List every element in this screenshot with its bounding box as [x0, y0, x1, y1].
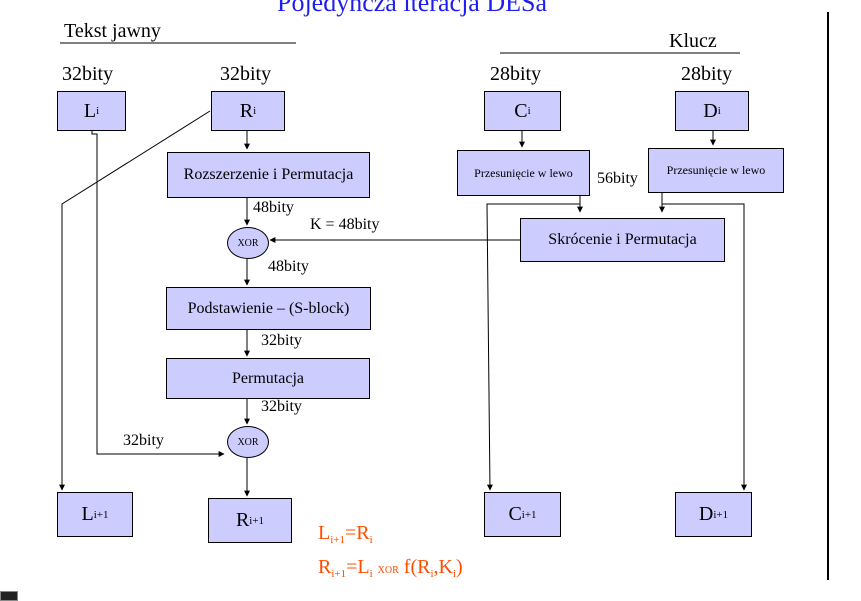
- f1-r: R: [356, 522, 370, 544]
- box-r-i-letter: R: [239, 99, 254, 122]
- f2-k: K: [438, 556, 453, 578]
- box-c-i-letter: C: [514, 99, 528, 122]
- subkey-size-label: K = 48bity: [310, 216, 380, 233]
- permutation-box: Permutacja: [166, 358, 370, 399]
- f2-xor: xor: [377, 562, 399, 577]
- formula-r-next: Ri+1=Li xor f(Ri,Ki): [318, 556, 463, 580]
- box-d-next-letter: D: [698, 503, 714, 525]
- f2-l-sub: i: [369, 568, 373, 580]
- shift-left-d-box: Przesunięcie w lewo: [648, 148, 784, 193]
- f1-eq: =: [344, 522, 357, 544]
- after-expand-size: 48bity: [253, 199, 294, 216]
- box-l-i-letter: L: [83, 99, 97, 122]
- box-r-next-letter: R: [235, 509, 250, 531]
- f2-r-sub: i+1: [331, 568, 347, 580]
- after-sbox-size: 32bity: [261, 332, 302, 349]
- box-d-i-letter: D: [703, 99, 718, 122]
- c-half-size: 28bity: [490, 63, 542, 85]
- f2-r2-sub: i: [430, 568, 434, 580]
- xor-node-left: XOR: [227, 426, 269, 458]
- shift-left-c-box: Przesunięcie w lewo: [457, 150, 590, 196]
- f2-k-sub: i: [452, 568, 457, 580]
- sbox-substitution-box: Podstawienie – (S-block): [166, 287, 371, 330]
- bits-56-label: 56bity: [597, 170, 638, 187]
- f1-r-sub: i: [369, 534, 373, 546]
- left-half-size: 32bity: [62, 63, 114, 85]
- xor-node-key: XOR: [227, 227, 269, 259]
- f2-l: L: [357, 556, 370, 578]
- f2-close: ): [456, 556, 463, 578]
- compression-permutation-box: Skrócenie i Permutacja: [520, 218, 725, 262]
- left-to-xor-size: 32bity: [123, 432, 164, 449]
- f2-r2: R: [417, 556, 431, 578]
- box-l-next-letter: L: [81, 503, 94, 525]
- f2-eq: =: [346, 556, 358, 578]
- slide-nav-icon[interactable]: [0, 591, 18, 601]
- f2-f: f(: [403, 556, 418, 578]
- after-perm-size: 32bity: [261, 398, 302, 415]
- expansion-permutation-box: Rozszerzenie i Permutacja: [167, 152, 370, 198]
- f2-r: R: [318, 556, 332, 578]
- plaintext-header: Tekst jawny: [64, 20, 161, 42]
- f1-l-sub: i+1: [330, 534, 345, 546]
- key-header: Klucz: [669, 30, 717, 52]
- f2-comma: ,: [433, 556, 439, 578]
- f1-l: L: [318, 522, 331, 544]
- after-xor-size: 48bity: [268, 258, 309, 275]
- diagram-title: Pojedyncza iteracja DESa: [277, 0, 547, 17]
- right-half-size: 32bity: [220, 63, 272, 85]
- d-half-size: 28bity: [681, 63, 733, 85]
- formula-l-next: Li+1=Ri: [318, 522, 373, 546]
- box-c-next-letter: C: [508, 503, 522, 525]
